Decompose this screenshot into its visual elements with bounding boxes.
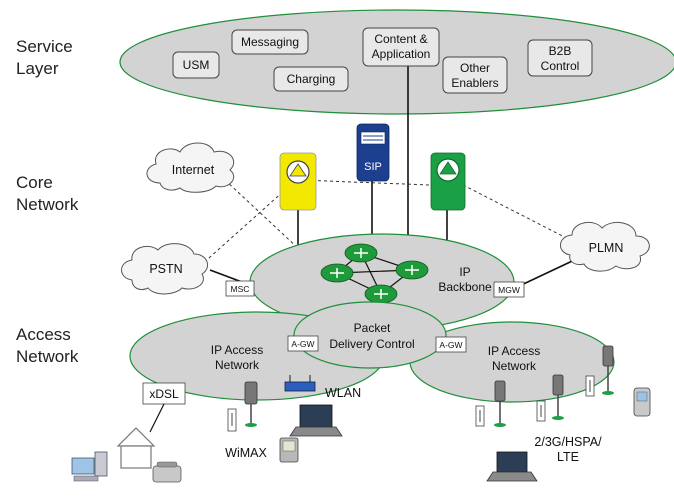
router-icon: [354, 248, 368, 258]
laptop-icon-right: [486, 451, 538, 482]
packet-label-line1: Packet: [354, 321, 391, 335]
backbone-label-line1: IP: [459, 265, 470, 279]
mobile-tech-label-line2: LTE: [557, 450, 579, 464]
tower-right-2: [552, 374, 564, 420]
router-icon: [330, 268, 344, 278]
internet-link-line: [224, 179, 301, 251]
packet-label-line2: Delivery Control: [329, 337, 414, 351]
router-2: [320, 263, 354, 283]
b2b-label-line2: Control: [541, 59, 580, 73]
xdsl-drop-line: [149, 403, 165, 433]
up-arrow-icon: [289, 163, 307, 177]
backbone-label-line2: Backbone: [438, 280, 492, 294]
wimax-antenna-icon: [227, 408, 237, 432]
internet-cloud: Internet: [146, 142, 235, 193]
plmn-label: PLMN: [589, 241, 624, 255]
antenna-right-1: [585, 375, 595, 397]
usm-label: USM: [183, 58, 210, 72]
packet-delivery-ellipse: [293, 301, 447, 369]
wimax-tower-icon: [244, 381, 258, 427]
sip-server: SIP: [356, 123, 390, 182]
agw-left-label: A-GW: [291, 339, 314, 349]
laptop-icon-left: [289, 404, 343, 437]
enabler-charging: Charging: [273, 66, 349, 92]
wimax-label: WiMAX: [225, 446, 267, 460]
router-1: [344, 243, 378, 263]
router-3: [395, 260, 429, 280]
tower-right-3: [494, 380, 506, 427]
core-network-label-line1: Core: [16, 173, 53, 192]
service-layer-label-line2: Layer: [16, 59, 59, 78]
mobile-tech-label-line1: 2/3G/HSPA/: [534, 435, 602, 449]
green-server: [430, 152, 466, 211]
desktop-computer-icon: [71, 451, 108, 482]
content-label-line1: Content &: [374, 32, 427, 46]
mobile-phone-icon: [633, 387, 651, 417]
sip-label: SIP: [364, 161, 382, 173]
antenna-right-2: [536, 400, 546, 422]
house-icon: [116, 427, 156, 469]
router-icon: [405, 265, 419, 275]
service-layer-label-line1: Service: [16, 37, 73, 56]
core-network-label-line2: Network: [16, 195, 79, 214]
pstn-label: PSTN: [149, 262, 182, 276]
agw-right-box: A-GW: [435, 336, 467, 353]
router-4: [364, 284, 398, 304]
xdsl-box: xDSL: [142, 382, 186, 405]
pstn-cloud: PSTN: [121, 243, 209, 295]
right-access-label-line1: IP Access: [488, 344, 540, 358]
up-arrow-icon: [439, 161, 457, 175]
enabler-usm: USM: [172, 51, 220, 79]
agw-right-label: A-GW: [439, 340, 462, 350]
yellow-server: [279, 152, 317, 211]
router-icon: [374, 289, 388, 299]
xdsl-label: xDSL: [149, 387, 179, 401]
left-access-label-line1: IP Access: [211, 343, 263, 357]
msc-label: MSC: [231, 284, 250, 294]
enabler-content-application: Content & Application: [362, 27, 440, 67]
content-label-line2: Application: [372, 47, 431, 61]
messaging-label: Messaging: [241, 35, 299, 49]
b2b-label-line1: B2B: [549, 44, 572, 58]
plmn-cloud: PLMN: [560, 221, 650, 272]
access-network-label-line2: Network: [16, 347, 79, 366]
other-label-line1: Other: [460, 61, 490, 75]
left-access-label-line2: Network: [215, 358, 260, 372]
other-label-line2: Enablers: [451, 76, 498, 90]
access-network-label-line1: Access: [16, 325, 71, 344]
msc-box: MSC: [225, 280, 255, 297]
enabler-messaging: Messaging: [231, 29, 309, 55]
telephone-icon: [152, 461, 182, 483]
mgw-box: MGW: [493, 281, 525, 298]
right-access-label-line2: Network: [492, 359, 537, 373]
enabler-other: Other Enablers: [442, 56, 508, 94]
pstn-link-line: [199, 189, 286, 267]
pda-icon: [279, 437, 299, 463]
mgw-label: MGW: [498, 285, 520, 295]
wlan-router-icon: [284, 375, 316, 392]
agw-left-box: A-GW: [287, 335, 319, 352]
plmn-link-line-a: [462, 184, 581, 246]
internet-label: Internet: [172, 163, 215, 177]
enabler-b2b: B2B Control: [527, 39, 593, 77]
tower-right-1: [602, 345, 614, 395]
charging-label: Charging: [287, 72, 336, 86]
wlan-label: WLAN: [325, 386, 361, 400]
antenna-right-3: [475, 405, 485, 427]
